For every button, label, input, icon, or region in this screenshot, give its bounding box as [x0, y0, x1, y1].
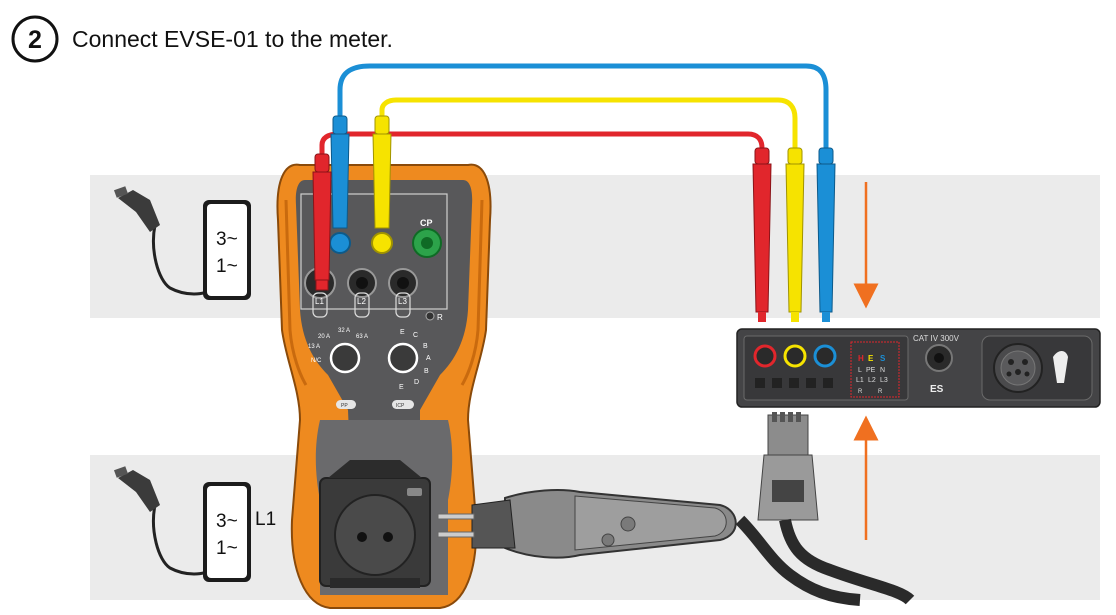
- pe-n: N: [880, 367, 885, 374]
- evse-socket-yellow: [783, 344, 807, 368]
- step-badge: 2: [11, 15, 59, 63]
- mains-plug: [437, 489, 861, 606]
- bottom-adapter-label-1: 1~: [216, 538, 238, 559]
- step-title: Connect EVSE-01 to the meter.: [72, 26, 393, 52]
- icp-button[interactable]: [392, 400, 414, 409]
- top-adapter-label-1: 1~: [216, 256, 238, 277]
- dial-label-c: C: [413, 332, 418, 339]
- dial-label-20a: 20 A: [318, 334, 330, 340]
- left-dial[interactable]: [329, 342, 361, 374]
- pp-button-label: PP: [341, 403, 348, 409]
- icp-button-label: ICP: [396, 403, 405, 409]
- test-leads: [319, 63, 829, 161]
- dial-label-32a: 32 A: [338, 328, 350, 334]
- socket-label-l3: L3: [398, 297, 407, 306]
- pe-l: L: [858, 367, 862, 374]
- yellow-lead-cable: [379, 97, 798, 155]
- mode-e: E: [868, 354, 874, 363]
- r-iso-2: R: [878, 389, 883, 395]
- cat-label: CAT IV 300V: [913, 334, 960, 343]
- meter-mains-socket: [319, 460, 431, 588]
- cp-label: CP: [420, 218, 433, 228]
- bottom-adapter-label-3: 3~: [216, 511, 238, 532]
- dial-label-13a: 13 A: [308, 344, 320, 350]
- dial-label-d: D: [414, 379, 419, 386]
- step-number: 2: [28, 26, 42, 54]
- lock-icon: [1053, 351, 1068, 383]
- mode-s: S: [880, 354, 886, 363]
- dial-label-a: A: [426, 355, 431, 362]
- bottom-power-adapter: 3~ 1~ L1: [113, 466, 276, 582]
- top-power-adapter: 3~ 1~: [113, 186, 251, 300]
- dial-label-e2: E: [399, 384, 404, 391]
- phase-l1: L1: [856, 377, 864, 384]
- phase-l3: L3: [880, 377, 888, 384]
- pe-pe: PE: [866, 367, 876, 374]
- dial-label-nc: N/C: [311, 358, 322, 364]
- mode-h: H: [858, 354, 864, 363]
- evse-connector-plug: [757, 412, 915, 605]
- dial-label-b1: B: [423, 343, 428, 350]
- evse-socket-blue: [813, 344, 837, 368]
- evse-adapter: H E S L PE N L1 L2 L3 R R CAT IV 300V ES: [736, 328, 1101, 408]
- blue-lead-cable: [337, 63, 829, 155]
- meter-lead-plugs: [312, 115, 393, 291]
- evse-socket-red: [753, 344, 777, 368]
- socket-label-l2: L2: [357, 297, 366, 306]
- dial-label-b2: B: [424, 368, 429, 375]
- r-label: R: [437, 313, 443, 322]
- red-lead-cable: [319, 131, 765, 161]
- meter-sockets: CP L1 L2 L3 R: [304, 218, 443, 322]
- background-band-top: [90, 175, 1100, 318]
- evse-lead-plugs: [752, 147, 836, 322]
- pp-button[interactable]: [336, 400, 356, 409]
- top-adapter-label-3: 3~: [216, 229, 238, 250]
- meter-dials: 20 A 32 A 13 A 63 A N/C E C B A B D E PP…: [308, 328, 431, 409]
- right-dial[interactable]: [387, 342, 419, 374]
- bottom-adapter-side-label: L1: [255, 509, 276, 530]
- dial-label-63a: 63 A: [356, 334, 368, 340]
- phase-l2: L2: [868, 377, 876, 384]
- es-label: ES: [930, 384, 944, 395]
- socket-label-l1: L1: [315, 297, 324, 306]
- r-iso-1: R: [858, 389, 863, 395]
- dial-label-e1: E: [400, 329, 405, 336]
